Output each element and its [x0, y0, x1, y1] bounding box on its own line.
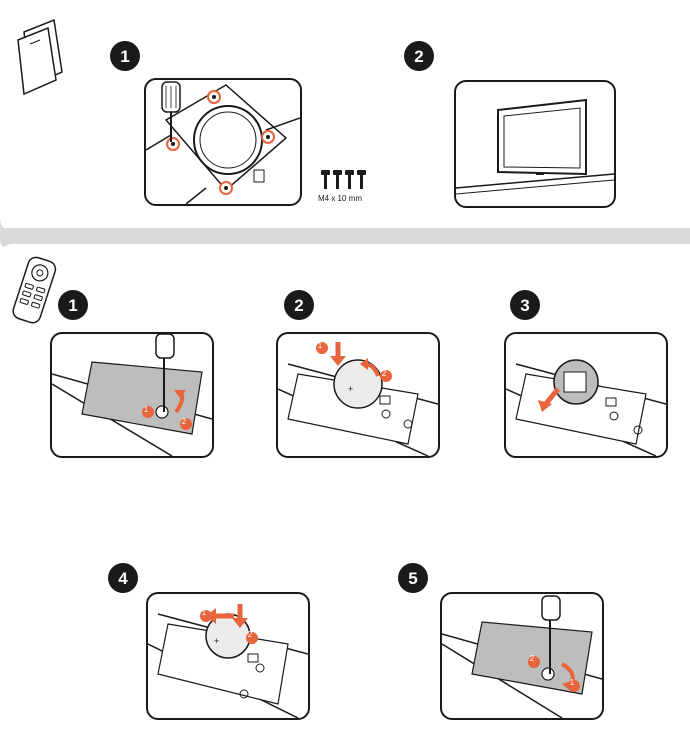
illustration-place-battery: + [146, 592, 310, 720]
step-badge-top-1: 1 [110, 41, 140, 71]
illustration-unscrew-battery-cover [50, 332, 214, 458]
section-separator [0, 218, 690, 240]
callout-2-b1: 2 [181, 417, 187, 426]
illustration-tighten-battery-cover [440, 592, 604, 720]
section-bottom-corner [0, 244, 690, 256]
step-badge-top-2: 2 [404, 41, 434, 71]
callout-1-b5: 1 [569, 678, 575, 687]
illustration-remove-base-screws [144, 78, 302, 206]
illustration-remove-battery: + [276, 332, 440, 458]
screwdriver-icon [161, 81, 181, 142]
callout-1-b1: 1 [143, 405, 149, 414]
callout-1-b2: 1 [317, 341, 323, 350]
step-badge-bottom-3: 3 [510, 290, 540, 320]
manual-booklet-icon [17, 18, 63, 96]
step-badge-bottom-5: 5 [398, 563, 428, 593]
remote-control-icon [12, 256, 57, 324]
svg-text:+: + [348, 384, 353, 394]
screw-spec-label: M4 x 10 mm [318, 194, 363, 203]
callout-1-b4: 1 [201, 608, 207, 617]
callout-2-b2: 2 [381, 369, 387, 378]
callout-2-b4: 2 [247, 630, 253, 639]
callout-2-b5: 2 [529, 654, 535, 663]
svg-text:+: + [214, 636, 219, 646]
step-badge-bottom-4: 4 [108, 563, 138, 593]
step-badge-bottom-2: 2 [284, 290, 314, 320]
step-badge-bottom-1: 1 [58, 290, 88, 320]
illustration-monitor-mounted [454, 80, 616, 208]
illustration-insert-battery [504, 332, 668, 458]
screw-icon [321, 170, 366, 189]
